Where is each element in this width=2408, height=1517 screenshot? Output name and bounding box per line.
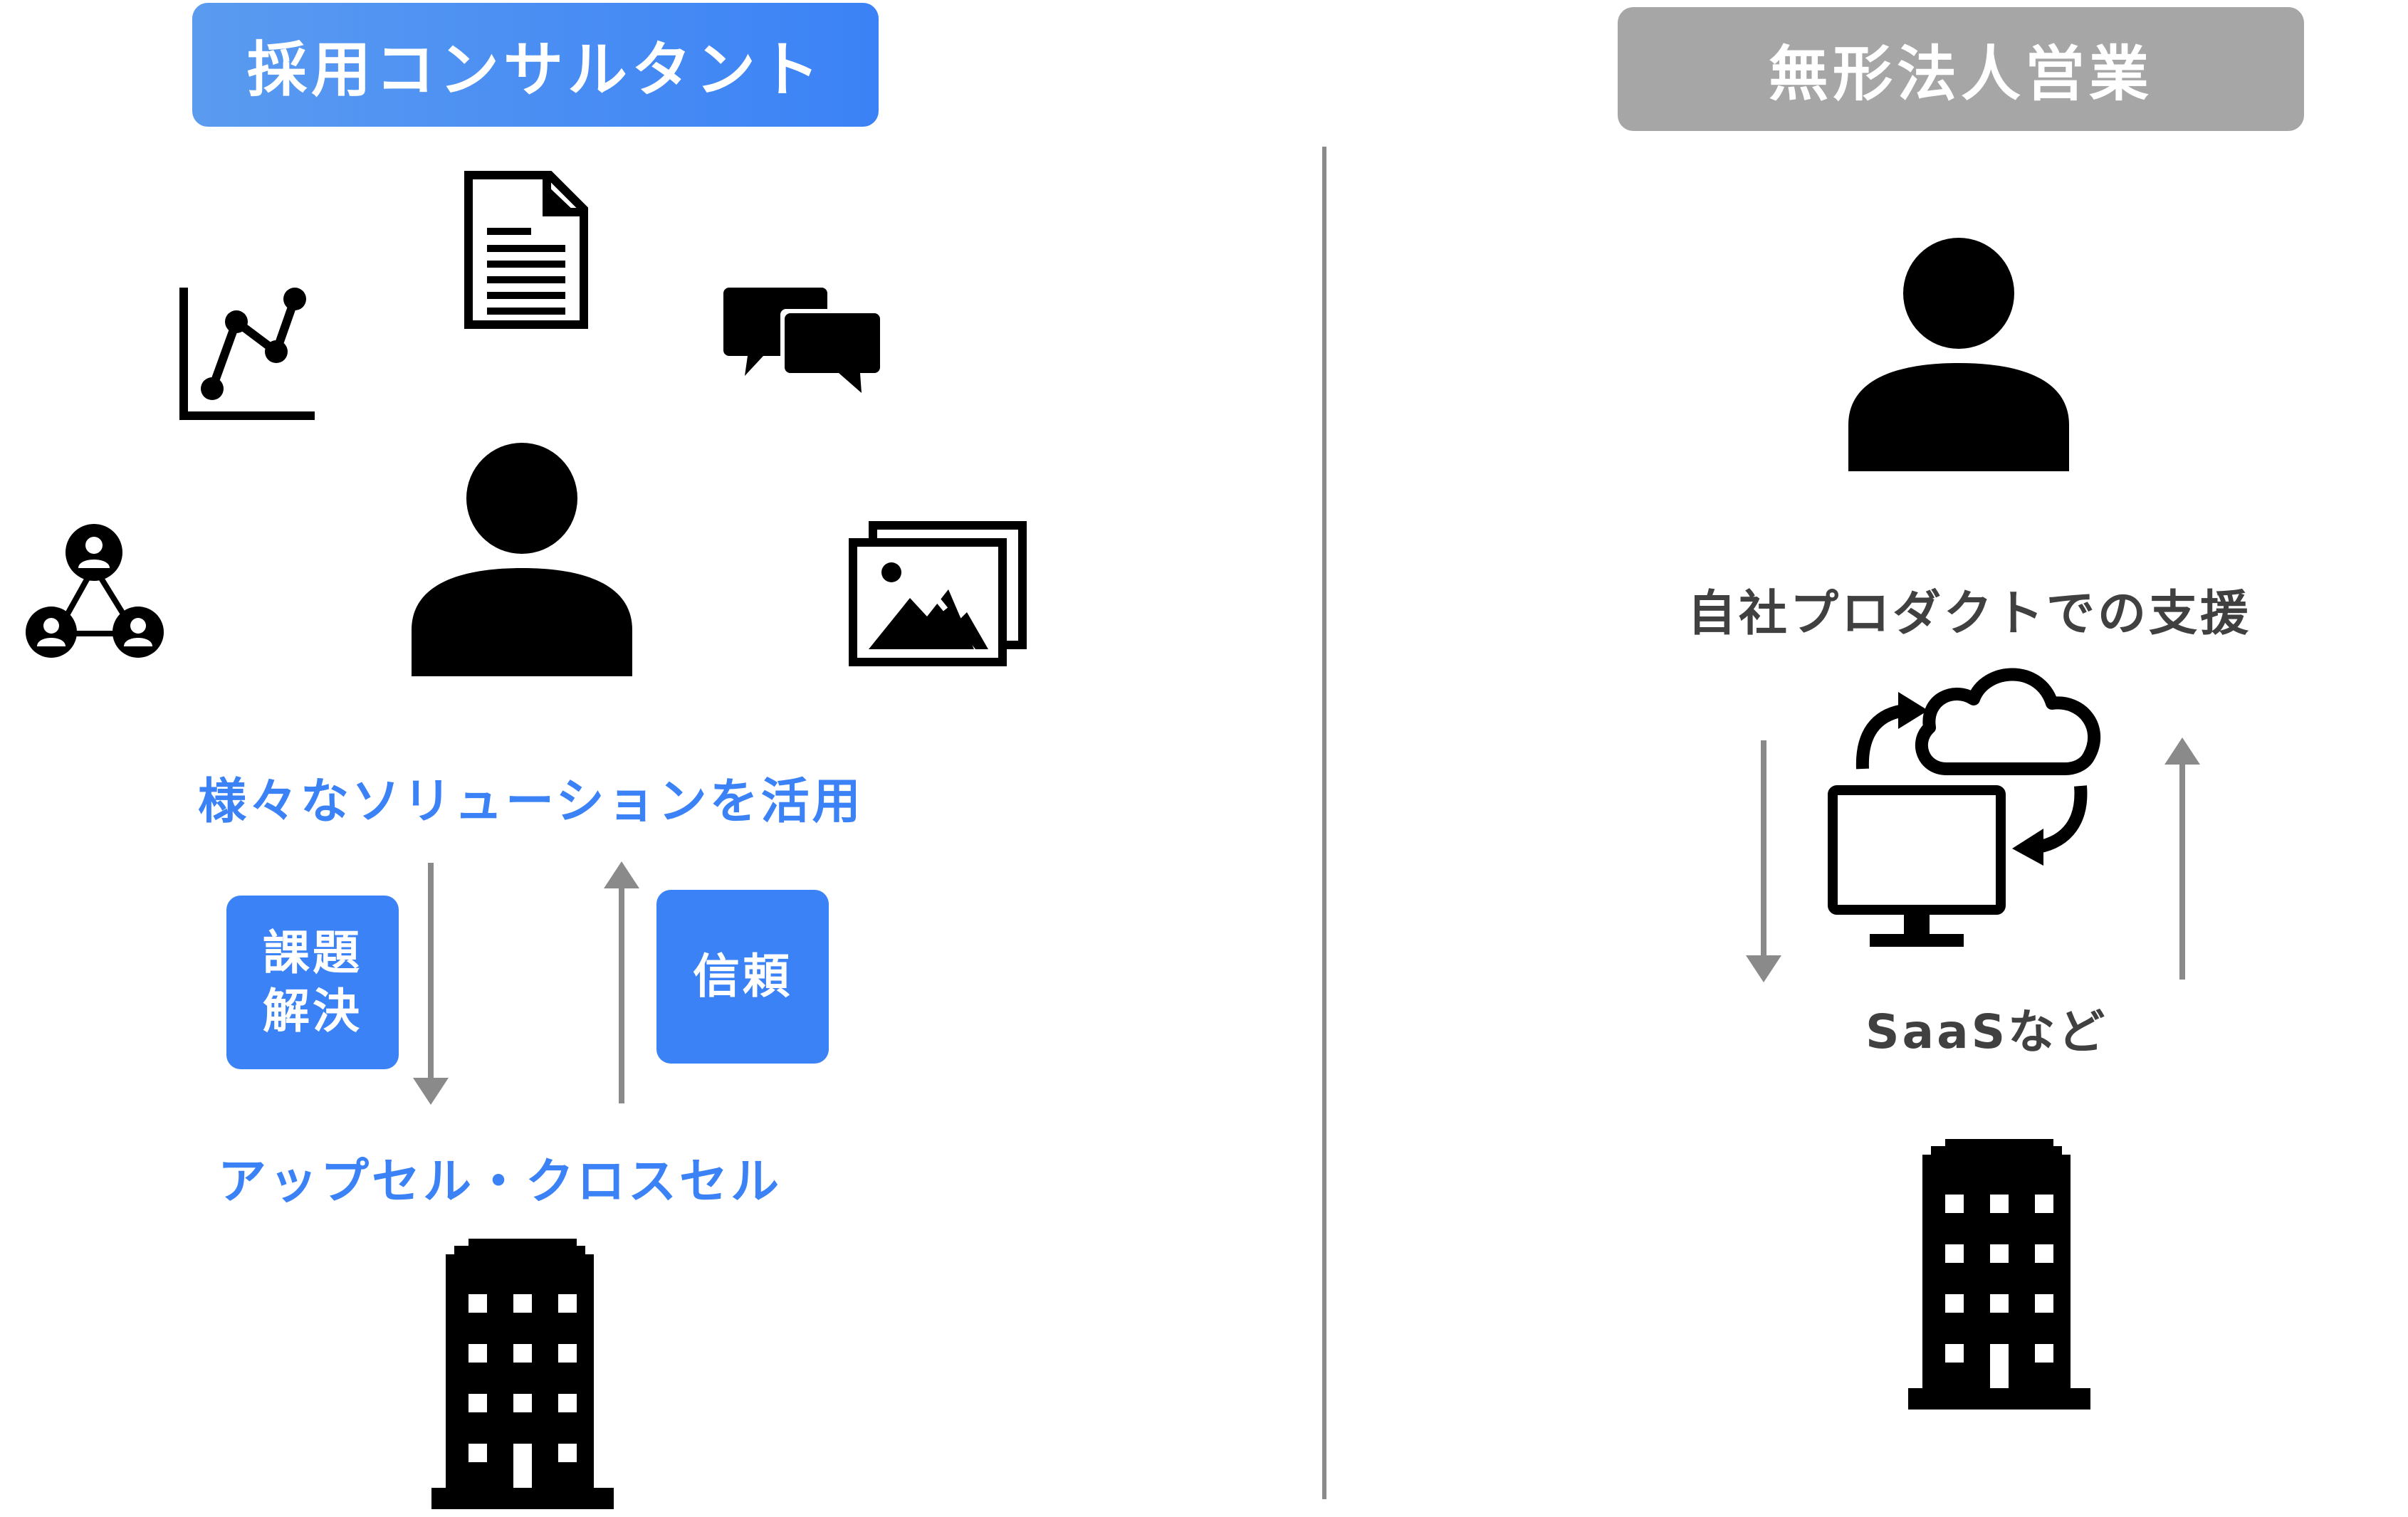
person-icon [412,443,632,676]
right-title: 無形法人営業 [1768,38,2153,109]
problem-solving-box: 課題 解決 [226,896,399,1069]
upsell-label: アップセル・クロスセル [218,1154,782,1210]
building-icon [431,1239,614,1509]
building-icon [1908,1139,2090,1410]
trust-box: 信頼 [656,890,829,1064]
cloud-sync-icon [1855,668,2101,866]
problem-box-line1: 課題 [263,925,362,980]
images-icon [849,521,1027,666]
up-arrow-icon [2164,737,2200,980]
person-icon [1848,238,2069,471]
panel-divider [1322,147,1326,1499]
line-chart-icon [179,288,315,420]
down-arrow-icon [413,863,449,1105]
left-title-badge: 採用コンサルタント [192,3,879,127]
chat-bubbles-icon [723,288,884,400]
problem-box-line2: 解決 [263,984,362,1039]
solutions-label: 様々なソリューションを活用 [198,774,864,830]
right-title-badge: 無形法人営業 [1618,7,2304,131]
network-icon [26,524,164,658]
trust-box-label: 信頼 [693,948,792,1004]
document-icon [464,171,588,329]
down-arrow-icon [1746,740,1781,982]
saas-label: SaaSなど [1865,1004,2108,1059]
up-arrow-icon [604,861,639,1103]
support-label: 自社プロダクトでの支援 [1687,586,2252,642]
monitor-icon [1828,785,2006,947]
left-title: 採用コンサルタント [246,34,824,105]
